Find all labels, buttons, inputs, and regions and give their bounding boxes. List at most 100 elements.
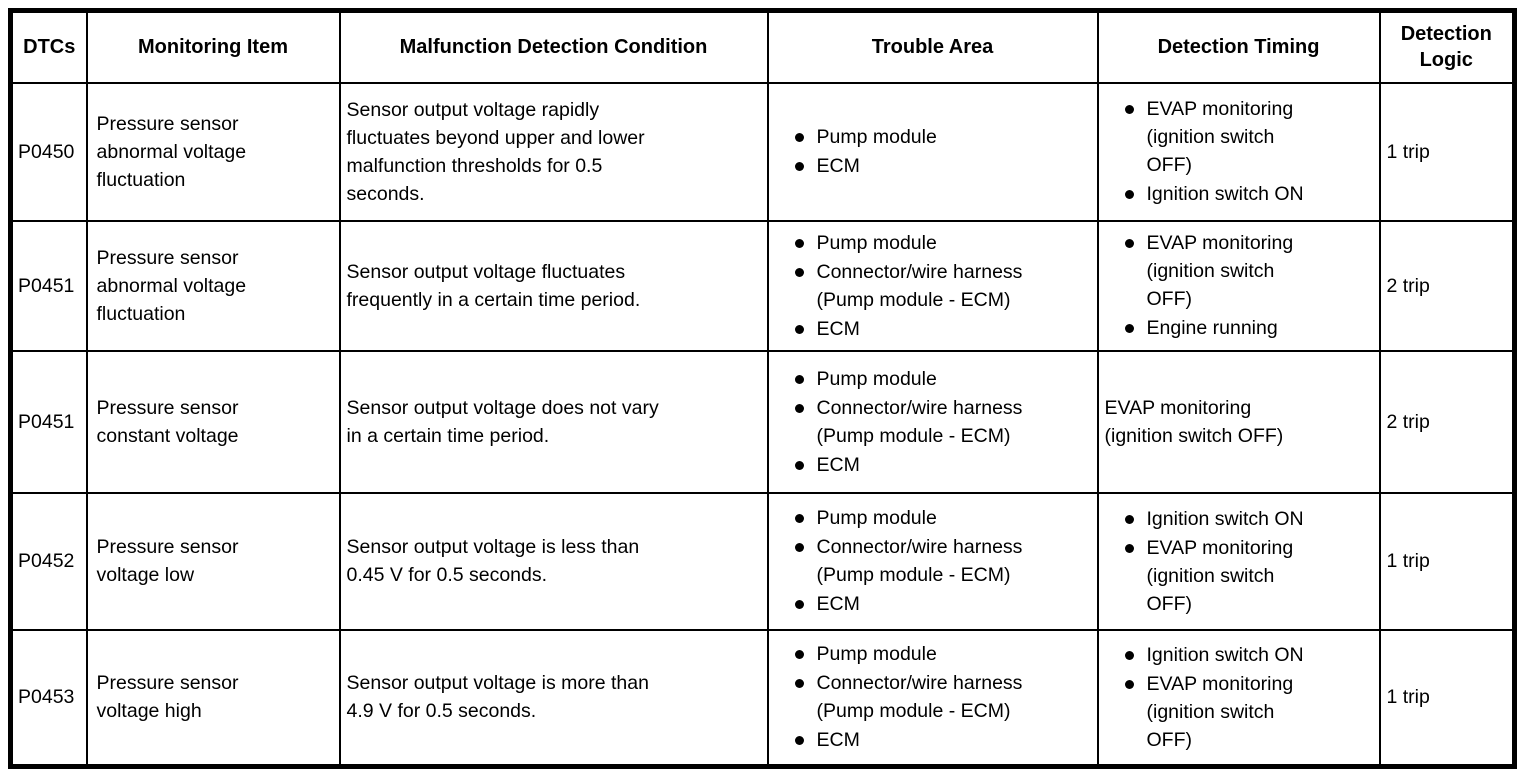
- trouble-area-item: Connector/wire harness (Pump module - EC…: [816, 260, 1023, 311]
- table-row: P0451 Pressure sensor abnormal voltage f…: [9, 219, 1516, 352]
- detection-timing-cell: Ignition switch ON EVAP monitoring (igni…: [1096, 628, 1381, 768]
- list-item: Ignition switch ON: [1100, 505, 1378, 533]
- monitoring-item-cell: Pressure sensor abnormal voltage fluctua…: [85, 219, 341, 352]
- detection-timing-cell: EVAP monitoring (ignition switch OFF) En…: [1096, 219, 1381, 352]
- header-cell-monitoring-item: Monitoring Item: [85, 9, 341, 84]
- monitoring-item-cell: Pressure sensor abnormal voltage fluctua…: [85, 81, 341, 222]
- list-item: Pump module: [770, 365, 1096, 393]
- bullet-icon: [1124, 543, 1134, 553]
- list-item: Connector/wire harness (Pump module - EC…: [770, 533, 1096, 589]
- list-item: Connector/wire harness (Pump module - EC…: [770, 258, 1096, 314]
- header-cell-detection-timing: Detection Timing: [1096, 9, 1381, 84]
- bullet-icon: [794, 133, 804, 142]
- dtc-code: P0450: [9, 81, 88, 222]
- bullet-icon: [794, 238, 804, 248]
- trouble-area-cell: Pump module Connector/wire harness (Pump…: [766, 491, 1099, 631]
- table-row: P0452 Pressure sensor voltage low Sensor…: [9, 491, 1516, 631]
- list-item: ECM: [770, 726, 1096, 754]
- list-item: EVAP monitoring (ignition switch OFF): [1100, 95, 1378, 179]
- bullet-icon: [794, 324, 804, 334]
- detection-timing-text: EVAP monitoring (ignition switch OFF): [1104, 396, 1284, 447]
- detection-timing-item: Ignition switch ON: [1146, 643, 1304, 666]
- detection-timing-item: EVAP monitoring (ignition switch OFF): [1146, 98, 1294, 176]
- trouble-area-item: Pump module: [816, 126, 937, 148]
- list-item: Engine running: [1100, 314, 1378, 342]
- trouble-area-item: ECM: [816, 729, 860, 752]
- bullet-icon: [1124, 190, 1134, 199]
- trouble-area-item: Connector/wire harness (Pump module - EC…: [816, 396, 1023, 447]
- dtc-code: P0453: [9, 628, 88, 768]
- header-cell-dtcs: DTCs: [9, 9, 88, 84]
- trouble-area-cell: Pump module Connector/wire harness (Pump…: [766, 628, 1099, 768]
- detection-logic-cell: 1 trip: [1378, 628, 1516, 768]
- table-row: P0450 Pressure sensor abnormal voltage f…: [9, 81, 1516, 222]
- malfunction-condition-cell: Sensor output voltage rapidly fluctuates…: [338, 81, 769, 222]
- list-item: EVAP monitoring (ignition switch OFF): [1100, 534, 1378, 618]
- header-cell-detection-logic: Detection Logic: [1378, 9, 1516, 84]
- malfunction-condition-cell: Sensor output voltage does not vary in a…: [338, 349, 769, 494]
- table-header-row: DTCs Monitoring Item Malfunction Detecti…: [9, 9, 1516, 84]
- list-item: EVAP monitoring (ignition switch OFF): [1100, 229, 1378, 313]
- dtc-code: P0451: [9, 219, 88, 352]
- malfunction-condition-cell: Sensor output voltage is more than 4.9 V…: [338, 628, 769, 768]
- list-item: Pump module: [770, 640, 1096, 668]
- trouble-area-item: ECM: [816, 453, 860, 476]
- list-item: Ignition switch ON: [1100, 180, 1378, 208]
- bullet-icon: [794, 403, 804, 413]
- header-cell-trouble-area: Trouble Area: [766, 9, 1099, 84]
- list-item: Ignition switch ON: [1100, 641, 1378, 669]
- bullet-icon: [1124, 514, 1134, 524]
- bullet-icon: [794, 679, 804, 689]
- trouble-area-item: Pump module: [816, 231, 937, 254]
- bullet-icon: [1124, 239, 1134, 248]
- trouble-area-item: Pump module: [816, 507, 937, 529]
- trouble-area-cell: Pump module Connector/wire harness (Pump…: [766, 349, 1099, 494]
- detection-logic-cell: 1 trip: [1378, 81, 1516, 222]
- detection-timing-item: EVAP monitoring (ignition switch OFF): [1146, 672, 1294, 751]
- bullet-icon: [1124, 679, 1134, 689]
- dtc-code: P0452: [9, 491, 88, 631]
- list-item: ECM: [770, 315, 1096, 343]
- dtc-code: P0451: [9, 349, 88, 494]
- detection-logic-cell: 2 trip: [1378, 349, 1516, 494]
- trouble-area-cell: Pump module Connector/wire harness (Pump…: [766, 219, 1099, 352]
- trouble-area-item: ECM: [816, 593, 860, 615]
- monitoring-item-cell: Pressure sensor voltage low: [85, 491, 341, 631]
- bullet-icon: [794, 162, 804, 171]
- bullet-icon: [794, 267, 804, 277]
- list-item: ECM: [770, 590, 1096, 618]
- detection-timing-item: EVAP monitoring (ignition switch OFF): [1146, 536, 1294, 615]
- trouble-area-item: Connector/wire harness (Pump module - EC…: [816, 672, 1023, 723]
- monitoring-item-cell: Pressure sensor constant voltage: [85, 349, 341, 494]
- header-cell-malfunction-detection-condition: Malfunction Detection Condition: [338, 9, 769, 84]
- trouble-area-item: Pump module: [816, 367, 937, 390]
- list-item: Pump module: [770, 504, 1096, 532]
- detection-timing-cell: EVAP monitoring (ignition switch OFF) Ig…: [1096, 81, 1381, 222]
- bullet-icon: [1124, 650, 1134, 660]
- detection-timing-cell: EVAP monitoring (ignition switch OFF): [1096, 349, 1381, 494]
- trouble-area-item: Connector/wire harness (Pump module - EC…: [816, 536, 1023, 586]
- list-item: Pump module: [770, 229, 1096, 257]
- bullet-icon: [794, 374, 804, 384]
- table-row: P0453 Pressure sensor voltage high Senso…: [9, 628, 1516, 768]
- list-item: Connector/wire harness (Pump module - EC…: [770, 669, 1096, 725]
- table-row: P0451 Pressure sensor constant voltage S…: [9, 349, 1516, 494]
- detection-logic-cell: 1 trip: [1378, 491, 1516, 631]
- trouble-area-item: ECM: [816, 155, 860, 177]
- bullet-icon: [1124, 324, 1134, 333]
- monitoring-item-cell: Pressure sensor voltage high: [85, 628, 341, 768]
- bullet-icon: [794, 736, 804, 746]
- detection-timing-cell: Ignition switch ON EVAP monitoring (igni…: [1096, 491, 1381, 631]
- list-item: ECM: [770, 451, 1096, 479]
- detection-timing-item: Engine running: [1146, 317, 1278, 339]
- trouble-area-item: ECM: [816, 317, 860, 340]
- trouble-area-cell: Pump module ECM: [766, 81, 1099, 222]
- detection-timing-item: Ignition switch ON: [1146, 183, 1304, 205]
- bullet-icon: [794, 600, 804, 609]
- detection-timing-item: EVAP monitoring (ignition switch OFF): [1146, 232, 1294, 310]
- dtc-table: DTCs Monitoring Item Malfunction Detecti…: [8, 8, 1517, 769]
- malfunction-condition-cell: Sensor output voltage is less than 0.45 …: [338, 491, 769, 631]
- bullet-icon: [1124, 105, 1134, 114]
- bullet-icon: [794, 460, 804, 470]
